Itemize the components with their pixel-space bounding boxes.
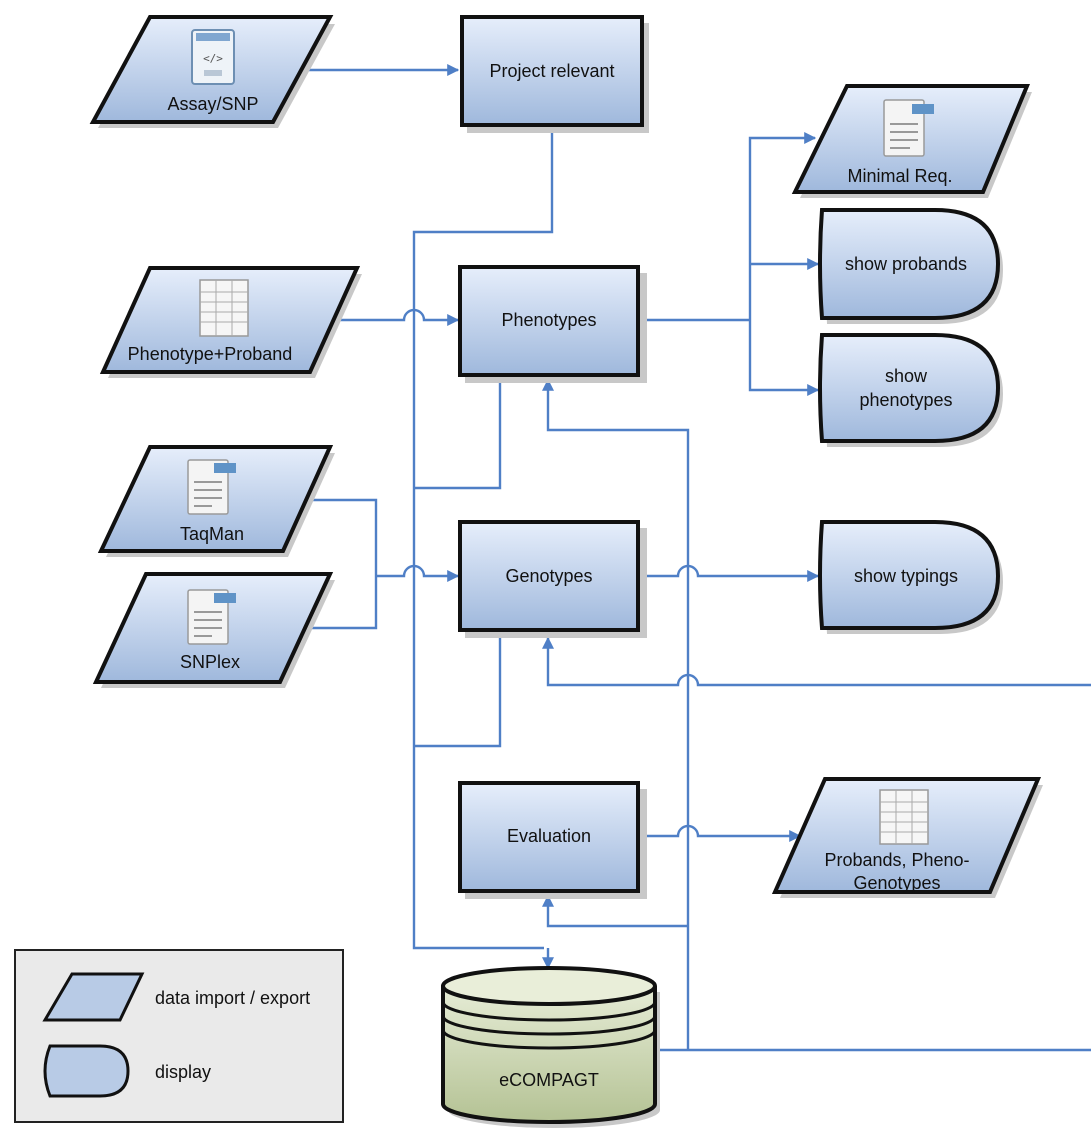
- node-label: Phenotypes: [501, 310, 596, 330]
- node-label-line1: Probands, Pheno-: [824, 850, 969, 870]
- node-snplex[interactable]: SNPlex: [92, 572, 335, 688]
- edge-evaluation-to-export: [640, 824, 802, 842]
- node-show-typings[interactable]: show typings: [818, 520, 1003, 634]
- txt-file-icon: [187, 459, 236, 515]
- node-label-line2: Genotypes: [853, 873, 940, 893]
- node-show-phenotypes[interactable]: show phenotypes: [818, 333, 1003, 447]
- node-label: show probands: [845, 254, 967, 274]
- node-assay-snp[interactable]: </> Assay/SNP: [89, 15, 335, 128]
- node-phenotype-proband[interactable]: Phenotype+Proband: [99, 266, 362, 378]
- txt-file-icon: [187, 589, 236, 645]
- node-label: Phenotype+Proband: [128, 344, 293, 364]
- spreadsheet-icon: [879, 789, 929, 845]
- edge-project-to-bus: [412, 125, 554, 950]
- legend-import-export-label: data import / export: [155, 988, 310, 1008]
- node-genotypes[interactable]: Genotypes: [458, 520, 647, 638]
- legend-display-shape: [43, 1044, 130, 1098]
- edge-to-show-phenotypes: [748, 320, 820, 396]
- edge-feedback-to-evaluation: [542, 894, 688, 928]
- edge-join-to-genotypes: [376, 564, 460, 582]
- edge-genotypes-to-bus: [414, 630, 502, 748]
- txt-file-icon: [883, 99, 934, 157]
- node-label: TaqMan: [180, 524, 244, 544]
- node-label: SNPlex: [180, 652, 240, 672]
- node-label: Assay/SNP: [167, 94, 258, 114]
- edge-taqman-to-join: [305, 498, 378, 630]
- node-label: Project relevant: [489, 61, 614, 81]
- edges: [300, 64, 1091, 1052]
- legend-parallelogram-shape: [42, 972, 145, 1022]
- legend-display-label: display: [155, 1062, 211, 1082]
- xml-file-icon: </>: [191, 29, 235, 85]
- legend: data import / export display: [14, 949, 344, 1123]
- node-label: eCOMPAGT: [499, 1070, 599, 1090]
- node-project-relevant[interactable]: Project relevant: [460, 15, 649, 133]
- edge-feedback-vertical: [542, 378, 690, 1050]
- edge-feedback-to-genotypes: [542, 636, 1091, 687]
- node-label: Evaluation: [507, 826, 591, 846]
- node-phenotypes[interactable]: Phenotypes: [458, 265, 647, 383]
- node-label: Minimal Req.: [847, 166, 952, 186]
- node-minimal-req[interactable]: Minimal Req.: [791, 84, 1032, 198]
- edge-phenofile-to-phenotypes: [336, 308, 460, 326]
- node-taqman[interactable]: TaqMan: [97, 445, 335, 557]
- node-ecompagt-database[interactable]: eCOMPAGT: [441, 966, 660, 1128]
- edge-genotypes-to-typings: [640, 564, 820, 582]
- spreadsheet-icon: [199, 279, 249, 337]
- node-label-line2: phenotypes: [859, 390, 952, 410]
- node-evaluation[interactable]: Evaluation: [458, 781, 647, 899]
- node-label: Genotypes: [505, 566, 592, 586]
- node-probands-pheno-genotypes[interactable]: Probands, Pheno- Genotypes: [771, 777, 1043, 898]
- node-show-probands[interactable]: show probands: [818, 208, 1003, 324]
- edge-phenotypes-to-bus: [414, 374, 502, 490]
- svg-text:</>: </>: [203, 52, 223, 65]
- edge-to-minimal-req: [748, 132, 817, 320]
- node-label-line1: show: [885, 366, 928, 386]
- node-label: show typings: [854, 566, 958, 586]
